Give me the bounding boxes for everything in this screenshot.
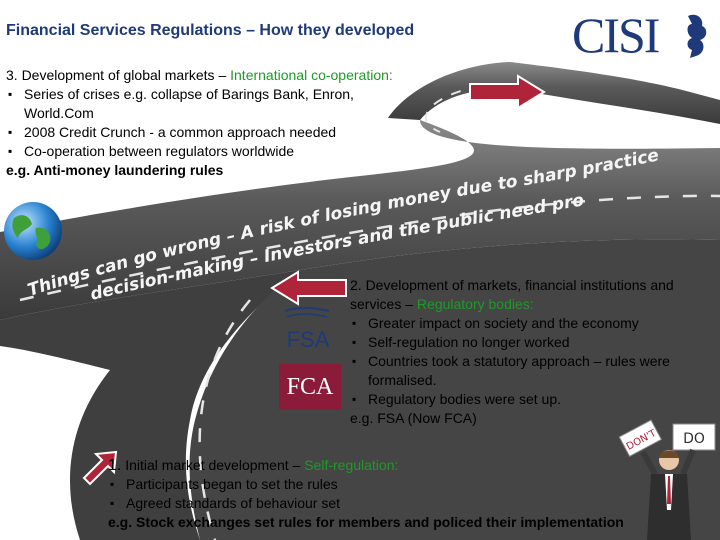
road-text-line2: decision-making – Investors and the publ… [0,0,586,305]
section-1-bullets: Participants began to set the rules Agre… [108,475,716,513]
section-2-bullet: Regulatory bodies were set up. [350,390,712,409]
section-2-heading-highlight: Regulatory bodies: [416,296,534,312]
section-3: 3. Development of global markets – Inter… [6,66,416,180]
section-1-heading: 1. Initial market development – Self-reg… [108,456,716,475]
section-1-bullet: Agreed standards of behaviour set [108,494,716,513]
section-3-example: e.g. Anti-money laundering rules [6,162,224,178]
section-2-bullet: Greater impact on society and the econom… [350,314,712,333]
arrow-left-icon [270,270,347,306]
section-2-bullet: Self-regulation no longer worked [350,333,712,352]
griffin-emblem-icon [687,14,707,59]
section-1: 1. Initial market development – Self-reg… [108,456,716,532]
do-sign-text: DO [683,431,705,447]
globe-icon [4,202,62,260]
arrow-up-right-icon [82,450,118,486]
section-1-heading-prefix: Initial market development – [121,457,305,473]
section-3-bullet: 2008 Credit Crunch - a common approach n… [6,123,416,142]
section-2-heading-prefix: 2. Development of markets, financial ins… [350,277,674,312]
section-2-heading: 2. Development of markets, financial ins… [350,276,712,314]
section-3-heading: 3. Development of global markets – Inter… [6,66,416,85]
section-1-bullet: Participants began to set the rules [108,475,716,494]
cisi-logo-text: CISI [572,7,660,63]
svg-text:decision-making – Investors an: decision-making – Investors and the publ… [0,0,586,305]
fca-logo-text: FCA [287,374,334,400]
fca-logo: FCA [279,364,341,415]
section-2-bullets: Greater impact on society and the econom… [350,314,712,409]
section-1-example: e.g. Stock exchanges set rules for membe… [108,514,624,530]
section-3-bullet: Co-operation between regulators worldwid… [6,142,416,161]
arrow-right-icon [469,74,546,110]
section-1-heading-number: 1. [108,457,122,474]
section-3-bullet: Series of crises e.g. collapse of Baring… [6,85,416,123]
section-1-heading-highlight: Self-regulation: [304,457,399,473]
section-2-example: e.g. FSA (Now FCA) [350,410,477,426]
road-text-line1: Things can go wrong – A risk of losing m… [0,0,660,301]
page-title: Financial Services Regulations – How the… [6,22,415,39]
section-3-bullets: Series of crises e.g. collapse of Baring… [6,85,416,161]
fsa-logo: FSA [283,305,333,358]
section-2: 2. Development of markets, financial ins… [350,276,712,428]
section-3-heading-highlight: International co-operation: [230,67,393,83]
fsa-logo-text: FSA [287,327,330,352]
svg-text:Things can go wrong – A risk o: Things can go wrong – A risk of losing m… [0,0,660,301]
section-2-bullet: Countries took a statutory approach – ru… [350,352,712,390]
person-with-signs-illustration: DON'T DO [618,419,716,540]
section-3-heading-prefix: 3. Development of global markets – [6,67,231,83]
cisi-logo: CISI [572,8,712,66]
